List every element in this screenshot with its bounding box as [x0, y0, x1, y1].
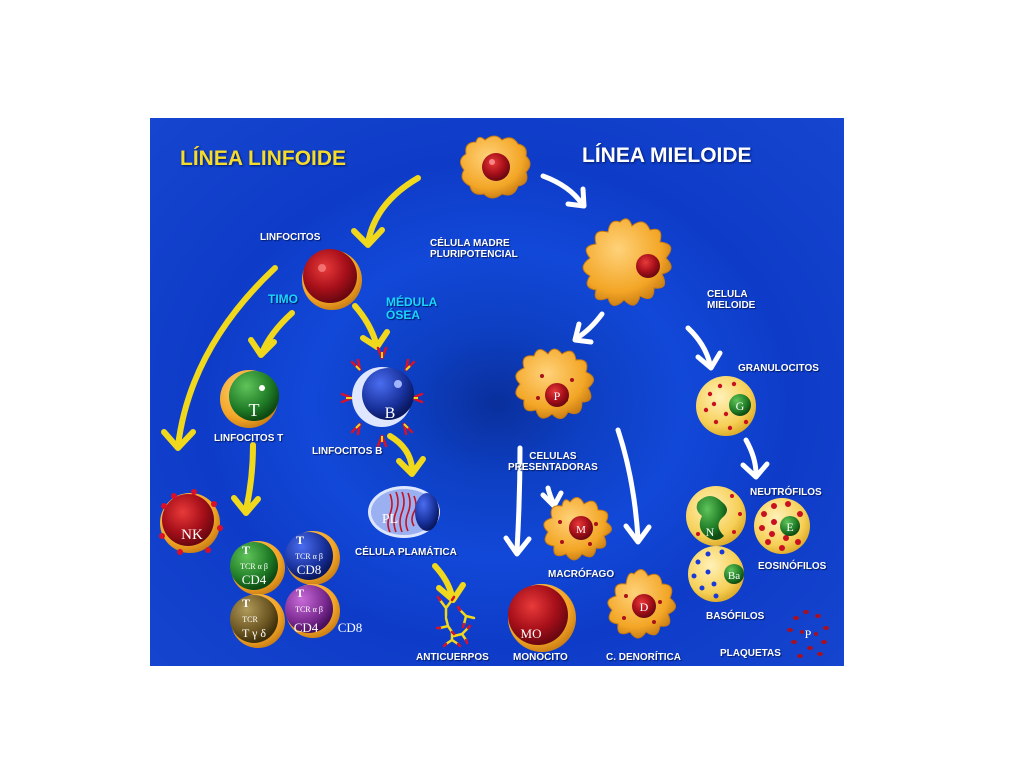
t-subset-c-top: T [242, 596, 250, 610]
b-cell-letter: B [385, 405, 396, 422]
granulocytes-label: GRANULOCITOS [738, 363, 819, 374]
nk-cell-letter: NK [181, 527, 203, 543]
arrow-myeloid-to-granulocytes [685, 325, 713, 367]
myeloid-cell-label: CELULA MIELOIDE [707, 289, 756, 311]
dendritic-letter: D [640, 600, 649, 614]
monocyte-cell: MO [508, 584, 576, 652]
t-subset-c-marker: T γ δ [242, 626, 266, 640]
arrow-granulocytes-to-neutrophils [743, 437, 759, 477]
arrowhead [503, 535, 532, 557]
t-subset-b-tcr: TCR α β [295, 552, 323, 561]
neutrophil-letter: N [706, 525, 715, 539]
t-subset-a-top: T [242, 543, 250, 557]
eosinophil-cell: E [754, 498, 810, 554]
t-cell-letter: T [249, 400, 260, 420]
diagram-panel: T B NK [150, 118, 844, 666]
stem-cell-label: CÉLULA MADRE PLURIPOTENCIAL [430, 238, 518, 260]
t-subset-c-tcr: TCR [242, 615, 258, 624]
arrow-myeloid-to-presenting [574, 311, 605, 341]
myeloid-line-title: LÍNEA MIELOIDE [582, 144, 752, 167]
presenting-cell: P [515, 348, 594, 419]
arrowhead [623, 523, 652, 545]
t-subset-cd8: T TCR α β CD8 [285, 531, 340, 585]
dendritic-label: C. DENORÍTICA [606, 652, 681, 663]
plasma-cell-label: CÉLULA PLAMÁTICA [355, 547, 457, 558]
t-subset-d-marker: CD4 [294, 620, 319, 635]
t-subset-b-marker: CD8 [297, 562, 322, 577]
eosinophil-letter: E [786, 520, 793, 534]
arrow-lymph-to-b [352, 303, 379, 346]
arrow-lymphocytes-to-nk [175, 265, 278, 449]
arrowhead [231, 495, 261, 516]
arrow-presenting-to-dendritic [615, 427, 641, 541]
arrowhead [572, 321, 594, 345]
b-lymphocytes-label: LINFOCITOS B [312, 446, 383, 457]
monocyte-label: MONOCITO [513, 652, 568, 663]
arrowhead [161, 429, 196, 451]
granulocyte-letter: G [736, 399, 745, 413]
t-subset-b-top: T [296, 533, 304, 547]
t-lymphocytes-label: LINFOCITOS T [214, 433, 284, 444]
t-subset-gamma-delta: T TCR T γ δ [230, 594, 285, 648]
antibodies-label: ANTICUERPOS [416, 652, 489, 663]
monocyte-letter: MO [521, 626, 542, 641]
macrophage-label: MACRÓFAGO [548, 569, 615, 580]
t-subset-d-tcr: TCR α β [295, 605, 323, 614]
platelet-letter: P [805, 627, 812, 641]
arrowhead [248, 337, 277, 358]
arrowhead [360, 329, 390, 350]
thymus-label: TIMO [268, 292, 298, 306]
bone-marrow-label: MÉDULA ÓSEA [386, 295, 438, 322]
white-arrows [503, 173, 770, 557]
t-subset-a-marker: CD4 [242, 572, 267, 587]
platelets-label: PLAQUETAS [720, 648, 781, 659]
granulocyte-cell: G [696, 376, 756, 436]
t-subset-a-tcr: TCR α β [240, 562, 268, 571]
lymphoid-line-title: LÍNEA LINFOIDE [180, 147, 347, 170]
nk-cell: NK [159, 489, 223, 555]
platelets: P [787, 610, 829, 658]
b-lymphocyte-cell: B [340, 346, 424, 448]
arrowhead [740, 461, 770, 480]
arrow-stem-to-myeloid [540, 173, 585, 207]
t-subset-d-top: T [296, 586, 304, 600]
presenting-cells-label: CELULAS PRESENTADORAS [508, 451, 598, 473]
t-lymphocyte-cell: T [220, 370, 279, 428]
t-subset-d-extra: CD8 [338, 620, 363, 635]
arrowhead [351, 227, 385, 248]
lymphocyte-cell [302, 249, 362, 310]
arrow-plasma-to-antibodies [432, 563, 455, 599]
neutrophil-cell: N [686, 486, 746, 546]
arrow-b-to-plasma [387, 433, 415, 471]
arrowhead [565, 186, 587, 209]
arrow-presenting-to-monocyte [514, 445, 523, 553]
arrowhead [540, 490, 564, 509]
antibodies [435, 595, 476, 648]
presenting-cell-letter: P [554, 389, 561, 403]
plasma-cell: PL [368, 486, 440, 538]
neutrophils-label: NEUTRÓFILOS [750, 487, 822, 498]
t-subset-cd4: T TCR α β CD4 [230, 541, 285, 595]
lymphocytes-label: LINFOCITOS [260, 232, 321, 243]
basophil-letter: Ba [728, 570, 740, 582]
t-subset-cd4-cd8: T TCR α β CD4 CD8 [285, 584, 362, 638]
arrowhead [695, 350, 723, 371]
macrophage-letter: M [576, 524, 586, 536]
eosinophils-label: EOSINÓFILOS [758, 561, 827, 572]
arrow-stem-to-lymphocytes [365, 175, 421, 246]
myeloid-cell [582, 218, 672, 306]
dendritic-cell: D [607, 569, 676, 639]
basophils-label: BASÓFILOS [706, 611, 765, 622]
hematopoiesis-diagram: T B NK [159, 135, 829, 658]
stem-cell [460, 135, 531, 199]
plasma-cell-letter: PL [382, 512, 398, 527]
arrowhead [396, 456, 426, 477]
basophil-cell: Ba [688, 546, 744, 602]
arrow-t-to-subsets [243, 442, 256, 513]
macrophage-cell: M [543, 497, 612, 561]
